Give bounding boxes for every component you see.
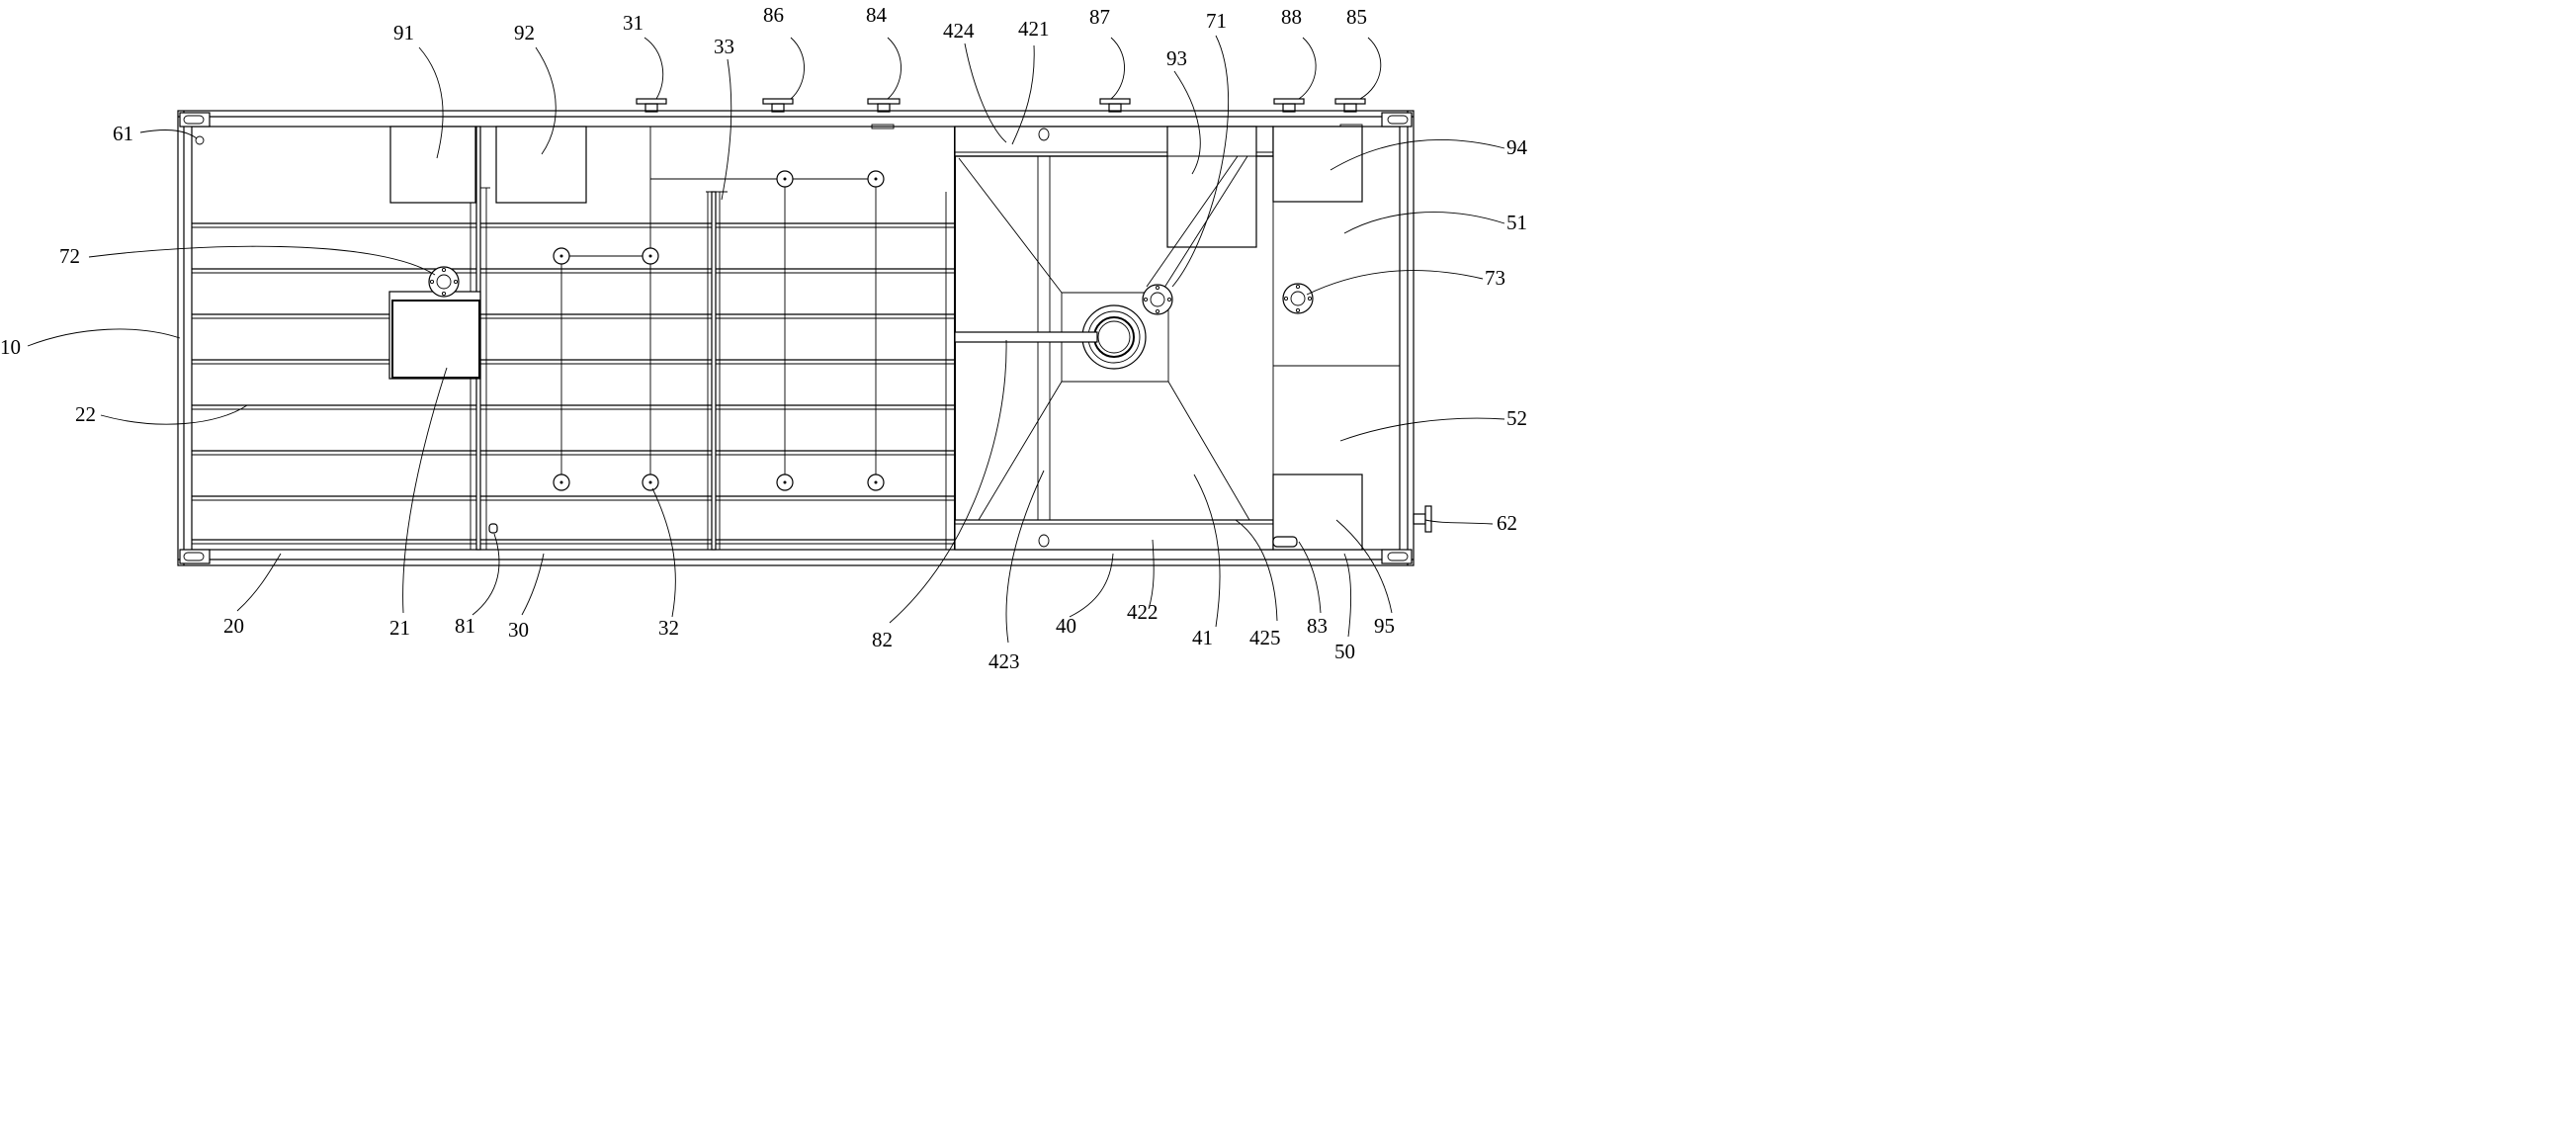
- label-84: 84: [866, 3, 888, 27]
- label-51: 51: [1506, 211, 1527, 234]
- label-62: 62: [1497, 511, 1517, 535]
- aeration-piping: [553, 127, 885, 491]
- label-50: 50: [1334, 640, 1355, 663]
- top-pipe-stubs: [636, 98, 1366, 129]
- label-86: 86: [763, 3, 784, 27]
- label-32: 32: [658, 616, 679, 640]
- label-87: 87: [1089, 5, 1110, 29]
- label-33: 33: [714, 35, 734, 58]
- label-95: 95: [1374, 614, 1395, 638]
- equipment-zone: [1272, 126, 1400, 551]
- label-94: 94: [1506, 135, 1528, 159]
- label-82: 82: [872, 628, 893, 651]
- label-30: 30: [508, 618, 529, 642]
- label-41: 41: [1192, 626, 1213, 649]
- label-73: 73: [1485, 266, 1505, 290]
- label-20: 20: [223, 614, 244, 638]
- flange-72: [428, 266, 460, 298]
- label-93: 93: [1166, 46, 1187, 70]
- label-21: 21: [389, 616, 410, 640]
- label-422: 422: [1127, 600, 1159, 624]
- label-71: 71: [1206, 9, 1227, 33]
- corner-castings: [179, 112, 1413, 564]
- label-22: 22: [75, 402, 96, 426]
- label-88: 88: [1281, 5, 1302, 29]
- label-85: 85: [1346, 5, 1367, 29]
- label-424: 424: [943, 19, 975, 43]
- label-421: 421: [1018, 17, 1050, 41]
- side-pipe-62: [1413, 505, 1432, 533]
- label-91: 91: [393, 21, 414, 44]
- label-52: 52: [1506, 406, 1527, 430]
- fitting-81: [488, 523, 498, 534]
- sedimentation-zone: [954, 126, 1274, 551]
- label-81: 81: [455, 614, 475, 638]
- label-31: 31: [623, 11, 644, 35]
- patent-drawing: 91 92 31 86 84 424 421 87 71 88 85 33 93…: [0, 3, 1528, 673]
- drain-61: [195, 135, 205, 145]
- label-10: 10: [0, 335, 21, 359]
- label-92: 92: [514, 21, 535, 44]
- label-61: 61: [113, 122, 133, 145]
- label-425: 425: [1249, 626, 1281, 649]
- reference-labels: 91 92 31 86 84 424 421 87 71 88 85 33 93…: [0, 3, 1528, 673]
- label-40: 40: [1056, 614, 1076, 638]
- label-423: 423: [988, 649, 1020, 673]
- tanks-91-92: [389, 126, 587, 204]
- box-21: [388, 291, 481, 380]
- label-83: 83: [1307, 614, 1328, 638]
- leader-lines: [27, 35, 1505, 644]
- label-72: 72: [59, 244, 80, 268]
- container-frame: [177, 110, 1415, 566]
- grid-bars-22: [192, 222, 955, 545]
